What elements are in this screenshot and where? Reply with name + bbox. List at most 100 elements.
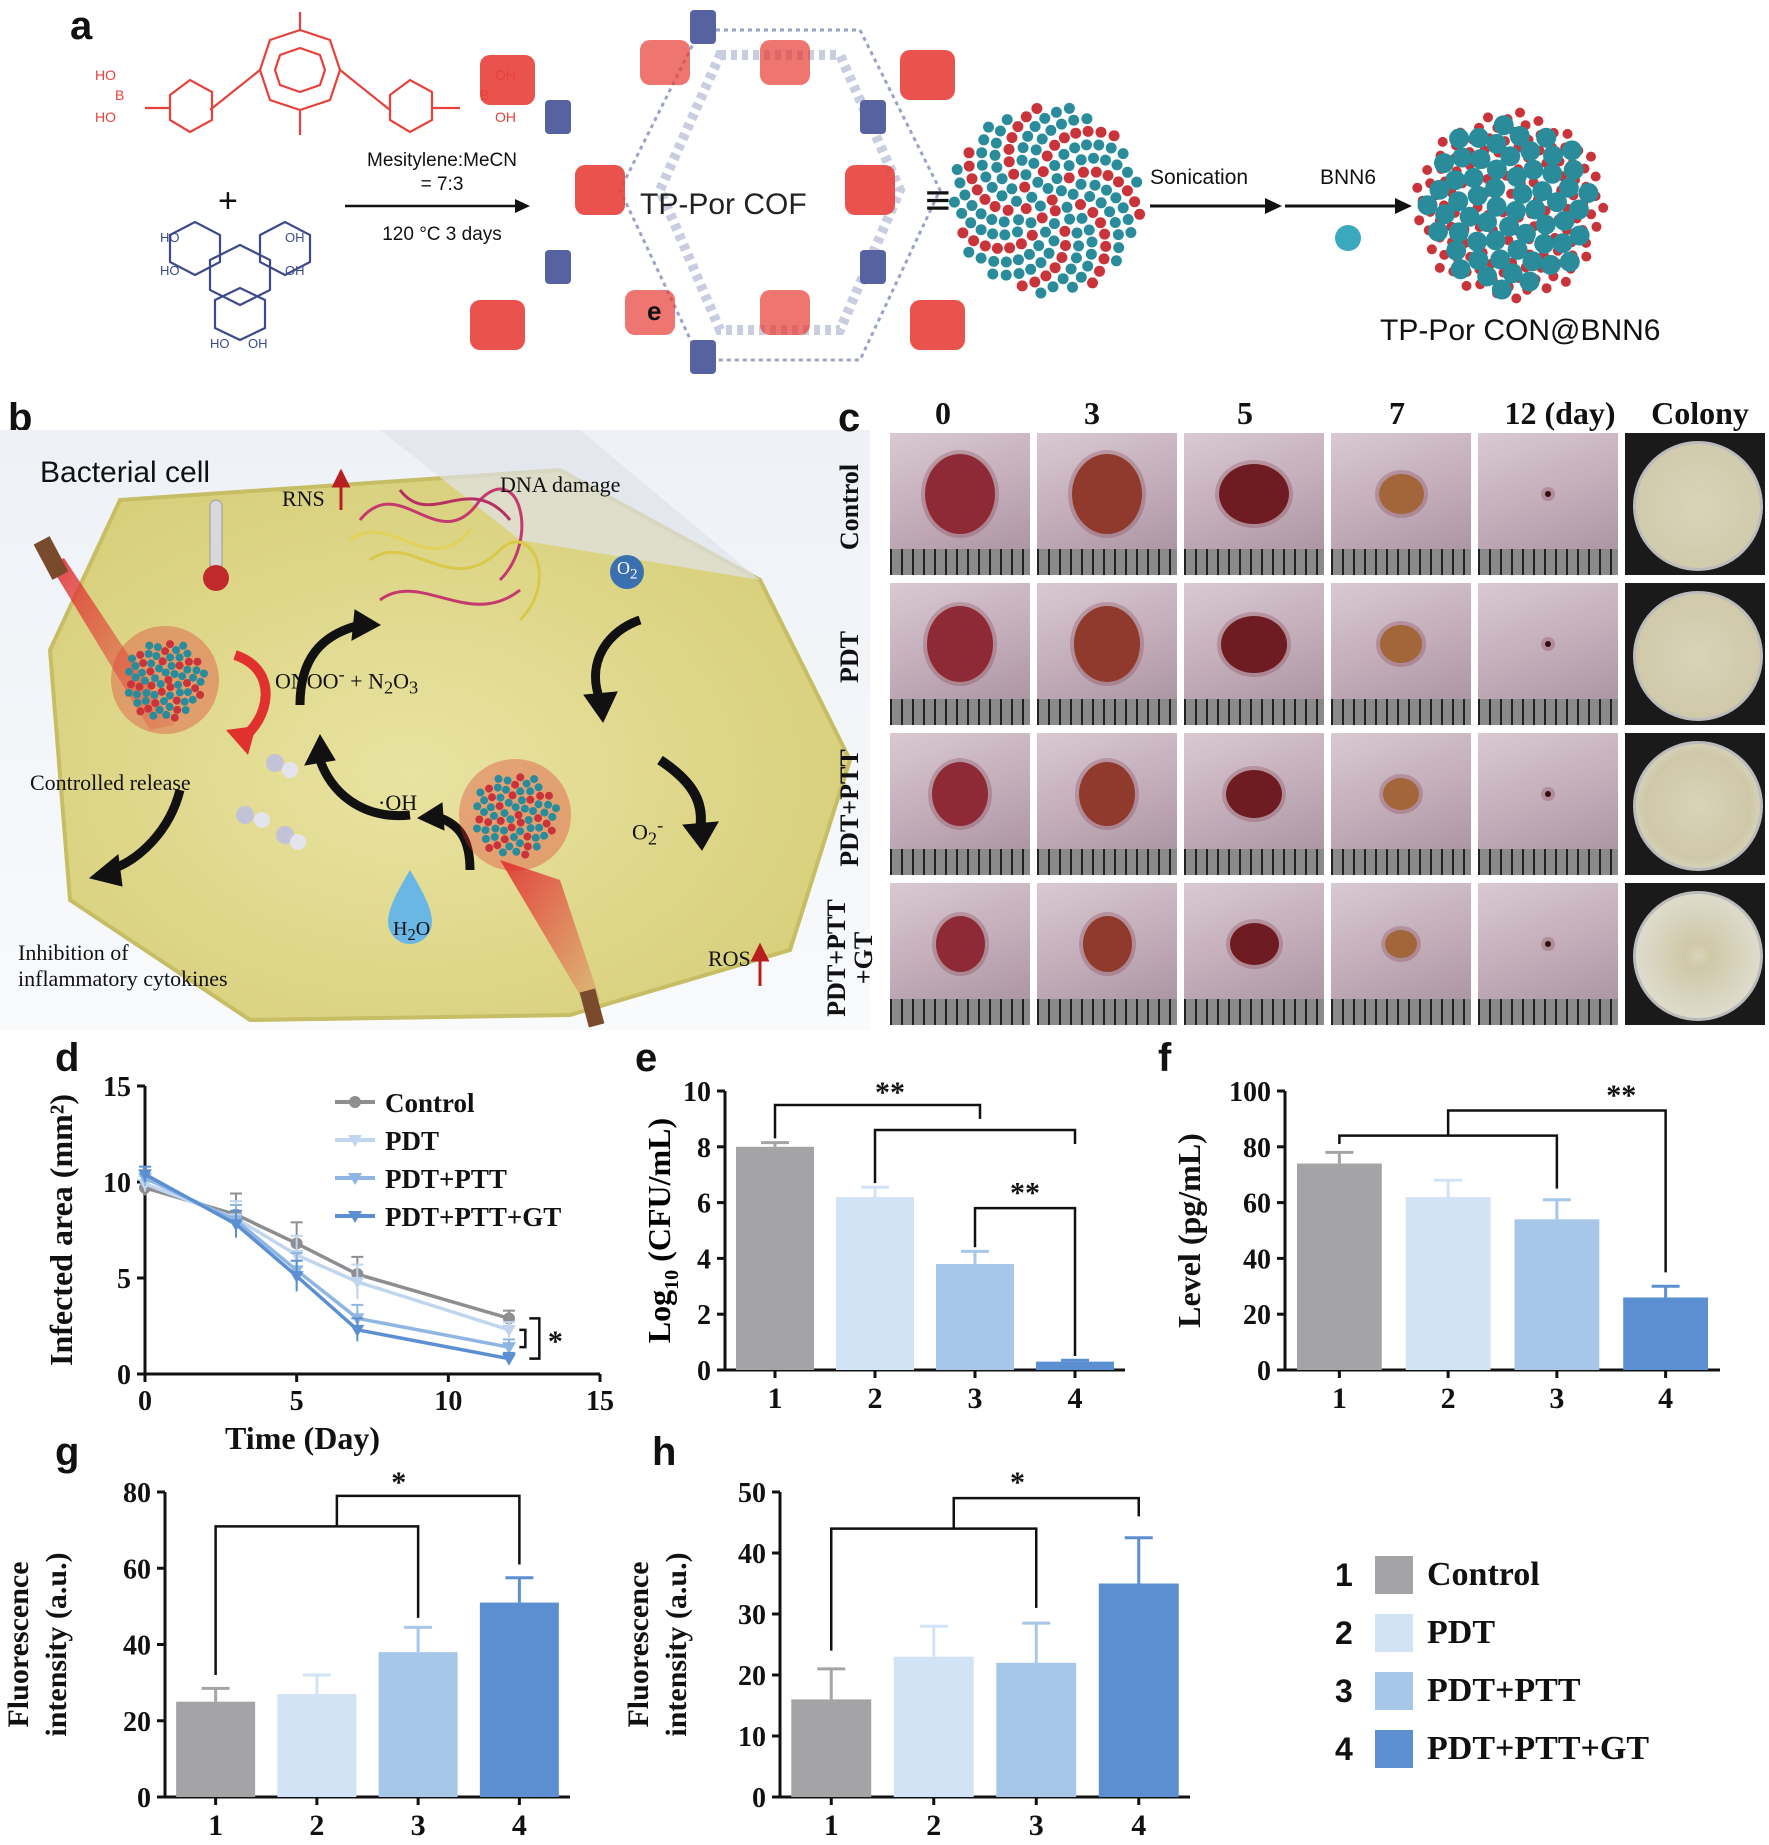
y-tick-label: 40 bbox=[1243, 1244, 1271, 1275]
wound-photo bbox=[1037, 433, 1177, 575]
legend-item: 2 PDT bbox=[1335, 1608, 1755, 1658]
laser-beam-right bbox=[500, 860, 600, 1005]
sig-bracket-high bbox=[952, 1496, 1140, 1529]
stray-letter-e: e bbox=[647, 296, 662, 326]
porphyrin-monomer-icon bbox=[145, 12, 460, 135]
bacterial-cell-title: Bacterial cell bbox=[40, 456, 211, 489]
y-tick-label: 10 bbox=[103, 1168, 131, 1199]
y-tick-label: 20 bbox=[123, 1707, 151, 1738]
data-point bbox=[350, 1276, 365, 1289]
y-tick-label: 20 bbox=[1243, 1300, 1271, 1331]
laser-beam-left bbox=[50, 558, 175, 730]
legend-number: 3 bbox=[1335, 1672, 1353, 1709]
bnn6-label: BNN6 bbox=[1320, 166, 1377, 189]
oxygen-label: O2 bbox=[617, 558, 638, 583]
wound-photo bbox=[1184, 733, 1324, 875]
wound-photo bbox=[1331, 733, 1471, 875]
reaction-condition-1: Mesitylene:MeCN bbox=[367, 150, 517, 171]
legend-label: Control bbox=[385, 1088, 475, 1118]
y-tick-label: 60 bbox=[123, 1554, 151, 1585]
y-tick-label: 0 bbox=[1257, 1356, 1271, 1387]
y-tick-label: 20 bbox=[738, 1661, 766, 1692]
legend-label: PDT+PTT+GT bbox=[385, 1202, 561, 1232]
data-point bbox=[138, 1169, 152, 1182]
sig-bracket-low bbox=[214, 1525, 420, 1675]
y-tick-label: 0 bbox=[752, 1783, 766, 1814]
y-axis-label: Log10 (CFU/mL) bbox=[641, 1118, 683, 1343]
bar-1 bbox=[736, 1146, 814, 1370]
legend-swatch bbox=[1375, 1730, 1413, 1768]
y-tick-label: 100 bbox=[1229, 1077, 1271, 1108]
y-axis-label-1: Fluorescence bbox=[622, 1561, 655, 1727]
column-header-2: 5 bbox=[1237, 395, 1253, 431]
x-tick-label: 4 bbox=[1658, 1382, 1673, 1415]
svg-text:OH: OH bbox=[495, 109, 516, 125]
column-header-0: 0 bbox=[935, 395, 951, 431]
x-tick-label: 1 bbox=[1332, 1382, 1347, 1415]
ros-label: ROS bbox=[708, 946, 751, 971]
x-tick-label: 15 bbox=[586, 1386, 614, 1417]
wound-photo bbox=[1478, 583, 1618, 725]
y-tick-label: 0 bbox=[137, 1783, 151, 1814]
y-tick-label: 40 bbox=[738, 1539, 766, 1570]
significance-bracket bbox=[529, 1317, 541, 1360]
water-drop-icon bbox=[388, 870, 432, 944]
laser-pen-left-icon bbox=[33, 536, 69, 580]
x-tick-label: 1 bbox=[208, 1809, 223, 1842]
significance-stars-2: ** bbox=[1010, 1177, 1040, 1210]
x-tick-label: 4 bbox=[512, 1809, 527, 1842]
y-axis-label-1: Fluorescence bbox=[2, 1561, 35, 1727]
svg-text:HO: HO bbox=[160, 263, 180, 278]
y-tick-label: 60 bbox=[1243, 1189, 1271, 1220]
bar-4 bbox=[1036, 1361, 1114, 1370]
wound-photo bbox=[890, 733, 1030, 875]
data-point bbox=[502, 1353, 516, 1366]
x-tick-label: 10 bbox=[434, 1386, 462, 1417]
significance-bracket-inner bbox=[519, 1328, 527, 1349]
wound-photo bbox=[890, 433, 1030, 575]
column-header-3: 7 bbox=[1389, 395, 1405, 431]
wound-photo bbox=[1331, 583, 1471, 725]
colony-plate-photo bbox=[1625, 733, 1765, 875]
y-tick-label: 15 bbox=[103, 1072, 131, 1103]
y-tick-label: 40 bbox=[123, 1631, 151, 1662]
sig-bracket-high bbox=[335, 1494, 521, 1565]
panel-h-label: h bbox=[652, 1430, 677, 1474]
y-axis-label-2: intensity (a.u.) bbox=[660, 1552, 693, 1736]
legend-number: 2 bbox=[1335, 1614, 1353, 1651]
y-axis-label-2: intensity (a.u.) bbox=[40, 1552, 73, 1736]
wound-photo bbox=[1478, 883, 1618, 1025]
legend-item: 3 PDT+PTT bbox=[1335, 1666, 1755, 1716]
legend-label: PDT+PTT bbox=[1427, 1672, 1581, 1709]
legend-marker bbox=[348, 1173, 362, 1185]
peroxynitrite-label: ONOO- + N2O3 bbox=[275, 664, 419, 698]
cof-framework-icon bbox=[470, 10, 965, 374]
sig-bracket-2 bbox=[973, 1206, 1077, 1357]
x-tick-label: 1 bbox=[768, 1382, 783, 1415]
legend-marker bbox=[348, 1135, 362, 1147]
sig-bracket-1b bbox=[873, 1128, 1077, 1184]
panel-a-label: a bbox=[70, 4, 93, 48]
superoxide-label: O2- bbox=[632, 815, 664, 849]
con-bnn6-nanoparticle-icon bbox=[1412, 107, 1609, 304]
y-tick-label: 6 bbox=[697, 1189, 711, 1220]
panel-f-label: f bbox=[1158, 1036, 1172, 1080]
water-label: H2O bbox=[393, 918, 431, 944]
legend-label: PDT bbox=[1427, 1614, 1495, 1651]
wound-photo bbox=[1331, 433, 1471, 575]
panel-g-label: g bbox=[55, 1430, 80, 1474]
svg-text:HO: HO bbox=[160, 230, 180, 245]
bar-2 bbox=[277, 1694, 357, 1797]
inhibition-label-2: inflammatory cytokines bbox=[18, 966, 228, 991]
legend-marker bbox=[349, 1096, 361, 1108]
y-tick-label: 80 bbox=[123, 1478, 151, 1509]
hhtp-monomer-icon bbox=[168, 220, 312, 342]
reaction-condition-2: = 7:3 bbox=[420, 174, 464, 195]
x-tick-label: 0 bbox=[138, 1386, 152, 1417]
svg-text:OH: OH bbox=[248, 336, 268, 351]
sig-bracket-low bbox=[1338, 1134, 1559, 1189]
wound-photo bbox=[1478, 433, 1618, 575]
